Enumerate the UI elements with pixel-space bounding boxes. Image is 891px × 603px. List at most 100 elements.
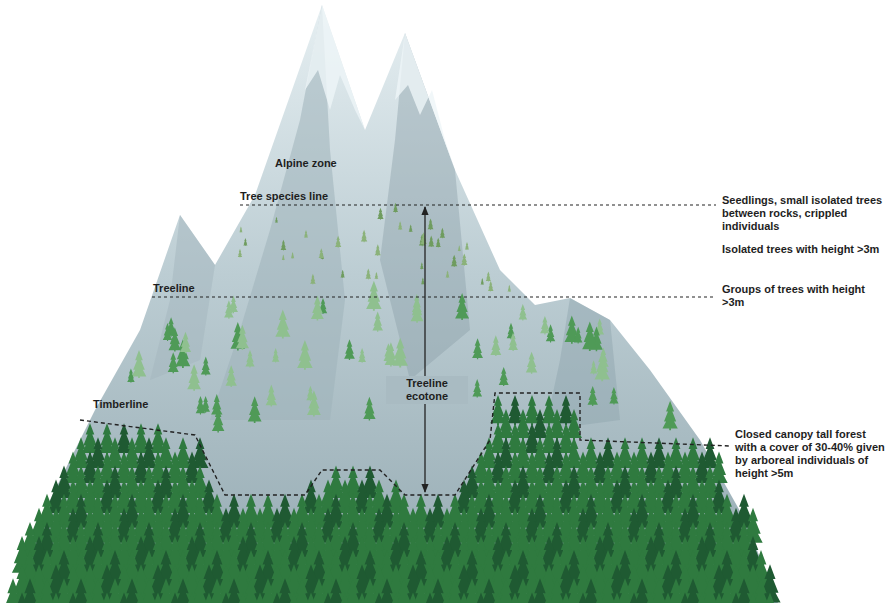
conifer-tree (375, 244, 381, 256)
conifer-tree (725, 592, 747, 603)
conifer-tree (486, 272, 491, 282)
conifer-tree (130, 592, 152, 603)
conifer-tree (311, 296, 324, 321)
conifer-tree (446, 271, 450, 279)
conifer-tree (674, 592, 696, 603)
conifer-tree (113, 592, 135, 603)
conifer-tree (541, 395, 557, 425)
conifer-tree (79, 592, 101, 603)
conifer-tree (272, 348, 280, 363)
conifer-tree (640, 592, 662, 603)
conifer-tree (187, 364, 201, 391)
conifer-tree (226, 365, 237, 387)
conifer-tree (420, 232, 427, 245)
conifer-tree (488, 281, 494, 292)
conifer-tree (465, 242, 469, 250)
conifer-tree (453, 592, 475, 603)
conifer-tree (229, 296, 238, 314)
conifer-tree (212, 408, 225, 432)
boundary-label: Tree species line (240, 190, 328, 203)
conifer-tree (341, 270, 345, 278)
conifer-tree (574, 327, 583, 344)
conifer-tree (248, 396, 262, 423)
conifer-tree (428, 236, 434, 248)
conifer-tree (283, 592, 305, 603)
conifer-tree (691, 592, 713, 603)
conifer-tree (366, 281, 382, 311)
conifer-tree (558, 395, 574, 425)
conifer-tree (609, 387, 618, 405)
note-text: Groups of trees with height >3m (722, 283, 887, 309)
conifer-tree (361, 230, 367, 242)
conifer-tree (127, 368, 135, 382)
note-text: Isolated trees with height >3m (722, 243, 887, 256)
conifer-tree (421, 277, 425, 284)
conifer-tree (281, 240, 287, 251)
conifer-tree (663, 401, 678, 430)
conifer-tree (472, 338, 483, 359)
conifer-tree (524, 395, 540, 425)
conifer-tree (243, 238, 247, 246)
snow-cap (305, 5, 365, 130)
conifer-tree (440, 228, 445, 239)
conifer-tree (420, 262, 424, 269)
note-text: Seedlings, small isolated trees between … (722, 194, 887, 233)
conifer-tree (344, 339, 355, 360)
conifer-tree (198, 592, 220, 603)
conifer-tree (163, 323, 173, 341)
conifer-tree (428, 219, 434, 230)
conifer-tree (239, 227, 242, 233)
conifer-tree (521, 592, 543, 603)
conifer-tree (375, 272, 379, 279)
conifer-tree (393, 338, 409, 368)
conifer-tree (461, 253, 467, 265)
conifer-tree (759, 592, 781, 603)
conifer-tree (266, 592, 288, 603)
conifer-tree (606, 592, 628, 603)
conifer-tree (572, 592, 594, 603)
conifer-tree (201, 357, 211, 376)
conifer-tree (623, 592, 645, 603)
conifer-tree (310, 274, 316, 285)
note-text: Closed canopy tall forest with a cover o… (735, 428, 887, 480)
conifer-tree (169, 327, 182, 351)
boundary-label: Timberline (93, 398, 148, 411)
conifer-tree (282, 255, 285, 261)
conifer-tree (589, 592, 611, 603)
conifer-tree (393, 203, 398, 213)
conifer-tree (455, 293, 469, 320)
conifer-tree (519, 304, 528, 320)
conifer-tree (398, 221, 403, 230)
conifer-tree (411, 298, 424, 323)
conifer-tree (275, 309, 290, 338)
conifer-tree (28, 592, 50, 603)
conifer-tree (742, 592, 764, 603)
conifer-tree (168, 352, 179, 373)
conifer-tree (366, 269, 372, 280)
timberline (80, 393, 730, 495)
conifer-tree (132, 350, 147, 378)
conifer-tree (419, 592, 441, 603)
conifer-tree (508, 285, 512, 292)
conifer-tree (472, 379, 482, 398)
conifer-tree (582, 322, 597, 351)
conifer-tree (96, 592, 118, 603)
conifer-tree (334, 592, 356, 603)
conifer-tree (487, 592, 509, 603)
conifer-tree (351, 592, 373, 603)
conifer-tree (507, 395, 523, 425)
conifer-tree (236, 325, 249, 350)
boundary-label: Treeline (153, 282, 195, 295)
conifer-tree (598, 348, 609, 368)
conifer-tree (368, 592, 390, 603)
conifer-tree (238, 249, 242, 258)
conifer-tree (470, 592, 492, 603)
conifer-tree (335, 236, 341, 248)
conifer-tree (180, 332, 191, 354)
conifer-tree (499, 367, 509, 386)
conifer-tree (62, 592, 84, 603)
conifer-tree (266, 385, 277, 407)
conifer-tree (490, 335, 501, 356)
tree-species-line (240, 204, 716, 205)
conifer-tree (215, 592, 237, 603)
